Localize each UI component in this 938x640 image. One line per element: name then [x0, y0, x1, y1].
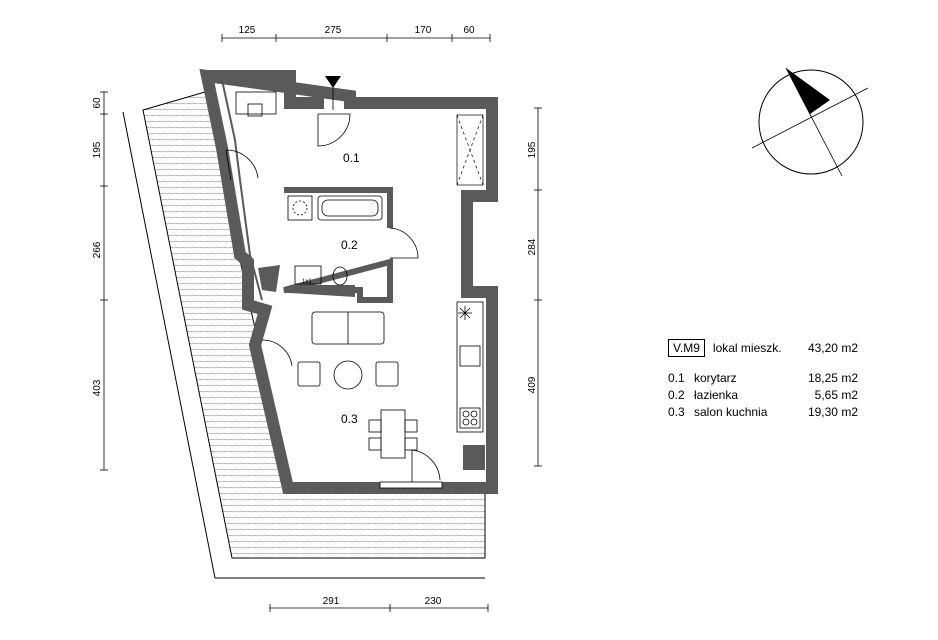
- dim-right-3: 409: [527, 376, 538, 393]
- dim-left-1: 60: [92, 97, 103, 109]
- dim-bottom-2: 230: [425, 596, 442, 607]
- desk: [235, 91, 277, 115]
- armchair-right: [375, 361, 399, 387]
- area-legend: V.M9 lokal mieszk. 43,20 m2 0.1 korytarz…: [668, 338, 858, 421]
- bathtub: [317, 195, 383, 221]
- doors: [225, 113, 443, 489]
- snowflake-icon: [458, 306, 472, 320]
- dimension-bottom: [269, 604, 489, 612]
- bathroom-sign: 1x1: [302, 279, 312, 285]
- outer-walls: [199, 68, 498, 494]
- armchair-left: [297, 361, 321, 387]
- north-arrow-icon: [751, 67, 869, 177]
- toilet: [332, 266, 348, 286]
- room-code: 0.3: [668, 405, 685, 419]
- terrace: [122, 91, 486, 579]
- dimension-top: [221, 34, 491, 42]
- dim-top-1: 125: [239, 25, 256, 36]
- dining-table: [380, 409, 406, 459]
- room-code: 0.1: [668, 371, 685, 385]
- dim-left-3: 266: [92, 241, 103, 258]
- dim-right-2: 284: [527, 238, 538, 255]
- washbasin: [294, 265, 322, 285]
- room-code: 0.2: [668, 388, 685, 402]
- room-list: 0.1 korytarz 18,25 m2 0.2 łazienka 5,65 …: [668, 370, 858, 421]
- unit-row: V.M9 lokal mieszk. 43,20 m2: [668, 338, 858, 358]
- dimension-right: [534, 107, 542, 467]
- bathroom-walls: [258, 187, 485, 470]
- room-label-2: 0.2: [341, 238, 358, 252]
- room-label-3: 0.3: [341, 412, 358, 426]
- chair: [247, 103, 263, 117]
- list-item: 0.2 łazienka 5,65 m2: [668, 387, 858, 404]
- shower: [287, 195, 313, 221]
- room-area: 19,30 m2: [807, 405, 858, 419]
- entrance-marker-icon: [325, 76, 341, 110]
- furniture: [235, 91, 484, 459]
- unit-code: V.M9: [668, 339, 705, 357]
- dim-top-4: 60: [463, 25, 475, 36]
- unit-label: lokal mieszk.: [712, 341, 782, 355]
- list-item: 0.1 korytarz 18,25 m2: [668, 370, 858, 387]
- cooktop: [459, 407, 481, 429]
- list-item: 0.3 salon kuchnia 19,30 m2: [668, 404, 858, 421]
- room-label-1: 0.1: [343, 151, 360, 165]
- room-name: salon kuchnia: [694, 405, 768, 419]
- coffee-table: [333, 360, 363, 390]
- room-name: łazienka: [694, 388, 739, 402]
- unit-area: 43,20 m2: [807, 341, 858, 355]
- dimension-left: [100, 91, 108, 471]
- dim-right-1: 195: [527, 141, 538, 158]
- dim-left-2: 195: [92, 141, 103, 158]
- closet: [456, 114, 484, 186]
- room-name: korytarz: [694, 371, 737, 385]
- dim-bottom-1: 291: [323, 596, 340, 607]
- dim-top-2: 275: [325, 25, 342, 36]
- dim-left-4: 403: [92, 379, 103, 396]
- sink: [459, 345, 481, 367]
- room-area: 5,65 m2: [814, 388, 858, 402]
- dim-top-3: 170: [415, 25, 432, 36]
- kitchen-counter: [456, 301, 484, 433]
- room-area: 18,25 m2: [807, 371, 858, 385]
